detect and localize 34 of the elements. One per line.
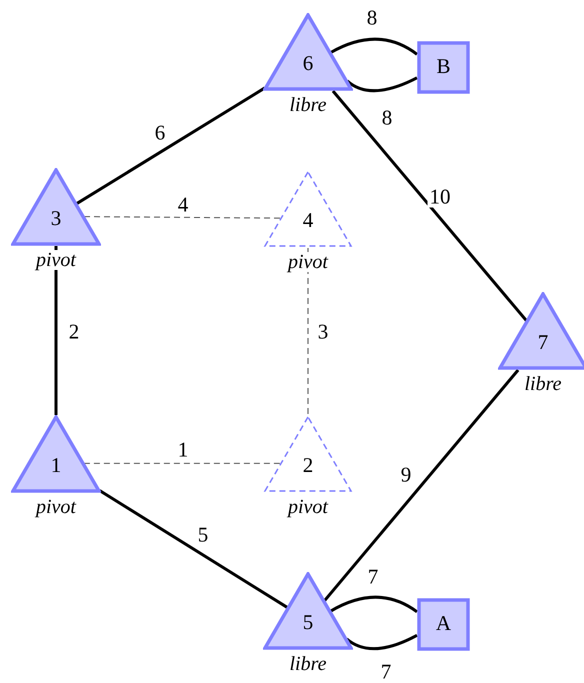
- connector: [330, 596, 418, 614]
- connector: [98, 489, 288, 609]
- node-caption: pivot: [286, 497, 330, 517]
- triangle-node: [263, 170, 353, 248]
- connector: [330, 38, 418, 56]
- node-label: 5: [302, 612, 314, 633]
- triangle-node: [263, 572, 353, 650]
- connector: [76, 86, 266, 205]
- connector: [346, 634, 418, 650]
- triangle-node: [11, 415, 101, 493]
- node-label: 2: [302, 455, 314, 476]
- node-label: 1: [50, 455, 62, 476]
- connector: [84, 216, 281, 219]
- node-label: A: [436, 613, 452, 634]
- node-caption: pivot: [34, 497, 78, 517]
- triangle-node: [498, 292, 584, 370]
- edge-label: 10: [428, 186, 452, 208]
- connector: [83, 462, 281, 464]
- connector: [332, 90, 528, 322]
- square-node: [417, 598, 470, 651]
- triangle-node: [263, 13, 353, 91]
- square-node: [417, 41, 470, 94]
- connector: [346, 76, 418, 92]
- connector: [323, 369, 520, 602]
- node-label: 7: [538, 332, 548, 353]
- node-label: B: [436, 56, 450, 77]
- connector: [54, 246, 58, 415]
- node-caption: pivot: [286, 252, 330, 272]
- triangle-node: [11, 168, 101, 246]
- node-label: 3: [50, 208, 62, 229]
- node-label: 6: [302, 53, 314, 74]
- node-caption: pivot: [34, 250, 78, 270]
- node-label: 4: [302, 210, 314, 231]
- triangle-node: [263, 415, 353, 493]
